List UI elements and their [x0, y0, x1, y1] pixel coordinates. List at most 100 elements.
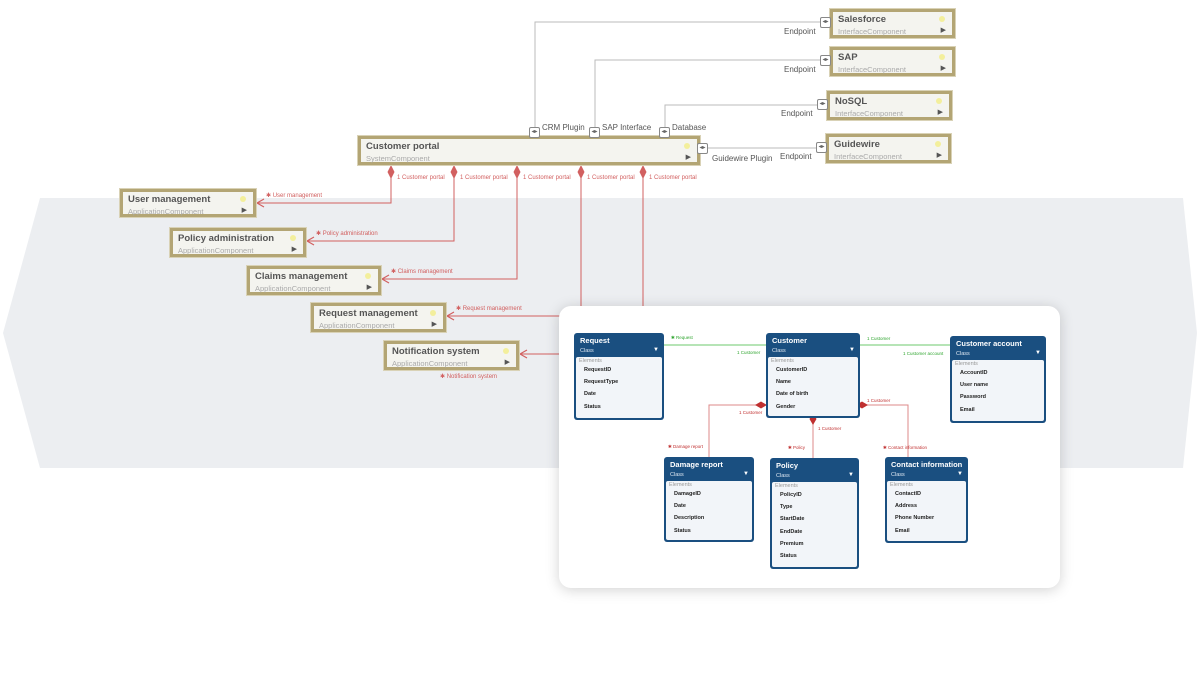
class-stereotype: Class ▼: [666, 470, 752, 481]
component-type: InterfaceComponent: [838, 27, 906, 36]
class-element[interactable]: Description: [674, 515, 705, 522]
component-type: ApplicationComponent: [255, 284, 331, 293]
class-element[interactable]: User name: [960, 382, 989, 389]
status-dot-icon: [503, 348, 509, 354]
multiplicity-label: 1 Customer portal: [649, 175, 697, 181]
bidirectional-port-icon[interactable]: ◂▸: [659, 127, 670, 138]
port-label: Guidewire Plugin: [712, 154, 773, 163]
composition-diamond-icon: [450, 165, 458, 179]
expand-triangle-icon[interactable]: ▶: [241, 207, 247, 214]
class-element[interactable]: RequestType: [584, 379, 619, 386]
expand-triangle-icon[interactable]: ▶: [937, 109, 943, 116]
expand-triangle-icon[interactable]: ▶: [366, 284, 372, 291]
composition-diamond-icon: [755, 401, 767, 409]
expand-triangle-icon[interactable]: ▶: [685, 154, 691, 161]
dropdown-caret-icon[interactable]: ▼: [653, 347, 659, 353]
class-element[interactable]: Status: [674, 527, 691, 534]
bidirectional-port-icon[interactable]: ◂▸: [817, 99, 828, 110]
association-role-label: ✱ Request: [671, 335, 693, 340]
dropdown-caret-icon[interactable]: ▼: [848, 472, 854, 478]
class-element[interactable]: DamageID: [674, 491, 701, 497]
class-title: Customer: [772, 336, 808, 345]
status-dot-icon: [365, 273, 371, 279]
component-title: Request management: [319, 308, 418, 319]
role-label: ✱ User management: [266, 193, 323, 199]
stereotype-label: Class: [891, 472, 905, 478]
class-element[interactable]: CustomerID: [776, 367, 808, 373]
composition-role-label: ✱ Policy: [788, 445, 806, 450]
class-title: Customer account: [956, 339, 1022, 348]
component-title: Guidewire: [834, 139, 880, 150]
expand-triangle-icon[interactable]: ▶: [940, 65, 946, 72]
class-element[interactable]: Status: [780, 552, 797, 559]
bidirectional-port-icon[interactable]: ◂▸: [697, 143, 708, 154]
class-element[interactable]: EndDate: [780, 528, 803, 535]
class-element[interactable]: Email: [895, 527, 910, 534]
dropdown-caret-icon[interactable]: ▼: [957, 471, 963, 477]
class-element[interactable]: Name: [776, 379, 791, 386]
composition-connection: [447, 172, 582, 317]
class-element[interactable]: AccountID: [960, 370, 988, 376]
composition-diamond-icon: [387, 165, 395, 179]
class-element[interactable]: ContactID: [895, 491, 921, 497]
component-type: InterfaceComponent: [835, 109, 903, 118]
component-type: ApplicationComponent: [392, 359, 468, 368]
bidirectional-port-icon[interactable]: ◂▸: [529, 127, 540, 138]
bidirectional-port-icon[interactable]: ◂▸: [589, 127, 600, 138]
class-element[interactable]: Date of birth: [776, 391, 809, 398]
expand-triangle-icon[interactable]: ▶: [431, 321, 437, 328]
elements-header: Elements: [771, 358, 794, 364]
class-element[interactable]: Date: [584, 391, 596, 398]
bidirectional-port-icon[interactable]: ◂▸: [820, 55, 831, 66]
bidirectional-port-icon[interactable]: ◂▸: [816, 142, 827, 153]
stereotype-label: Class: [670, 472, 684, 478]
interface-connection: [534, 21, 825, 131]
class-element[interactable]: RequestID: [584, 367, 612, 373]
composition-role-label: 1 Customer: [867, 398, 891, 403]
stereotype-label: Class: [956, 351, 970, 357]
class-element[interactable]: Date: [674, 503, 686, 510]
expand-triangle-icon[interactable]: ▶: [504, 359, 510, 366]
multiplicity-label: 1 Customer portal: [460, 175, 508, 181]
stereotype-label: Class: [776, 473, 790, 479]
class-title: Contact information: [891, 460, 963, 469]
class-element[interactable]: Gender: [776, 403, 796, 410]
dropdown-caret-icon[interactable]: ▼: [743, 471, 749, 477]
class-element[interactable]: Status: [584, 403, 601, 410]
class-element[interactable]: PolicyID: [780, 492, 802, 498]
expand-triangle-icon[interactable]: ▶: [936, 152, 942, 159]
dropdown-caret-icon[interactable]: ▼: [1035, 350, 1041, 356]
multiplicity-label: 1 Customer portal: [587, 175, 635, 181]
bidirectional-port-icon[interactable]: ◂▸: [820, 17, 831, 28]
expand-triangle-icon[interactable]: ▶: [291, 246, 297, 253]
class-element[interactable]: Phone Number: [895, 515, 935, 522]
expand-triangle-icon[interactable]: ▶: [940, 27, 946, 34]
dropdown-caret-icon[interactable]: ▼: [849, 347, 855, 353]
class-title: Request: [580, 336, 610, 345]
class-element[interactable]: Password: [960, 394, 986, 401]
class-element[interactable]: Address: [895, 503, 918, 510]
class-element[interactable]: Type: [780, 504, 793, 511]
elements-header: Elements: [579, 358, 602, 364]
class-element[interactable]: Email: [960, 406, 975, 413]
status-dot-icon: [939, 16, 945, 22]
class-element[interactable]: Premium: [780, 540, 804, 547]
class-title: Policy: [776, 461, 799, 470]
class-element[interactable]: StartDate: [780, 516, 805, 523]
